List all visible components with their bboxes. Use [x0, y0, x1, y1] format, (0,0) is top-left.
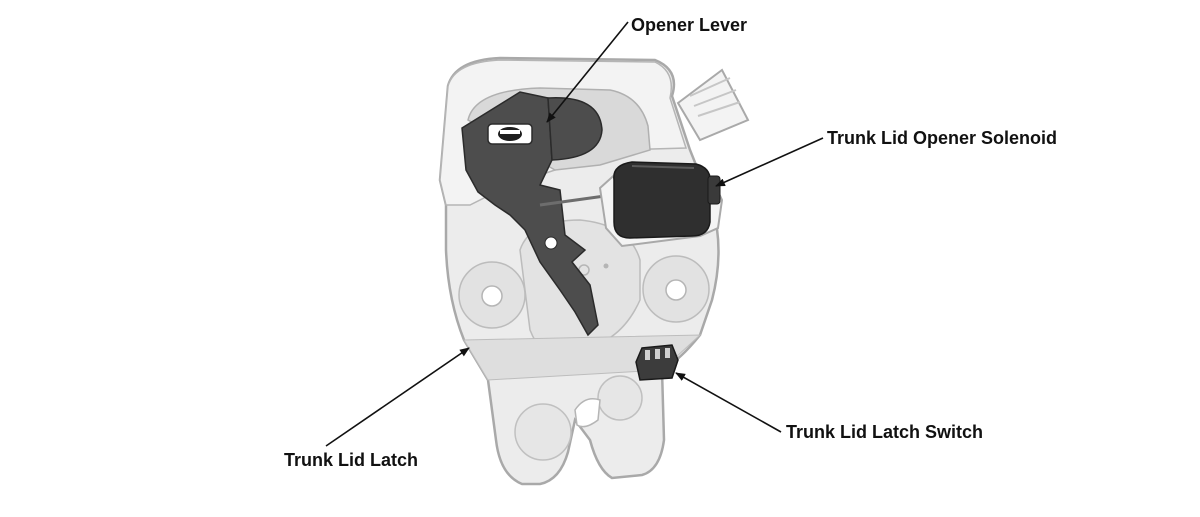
opener-lever-label: Opener Lever	[631, 15, 748, 35]
solenoid-rod	[539, 193, 613, 207]
leader-opener-lever	[546, 21, 629, 123]
leader-trunk-latch	[325, 347, 470, 447]
leader-solenoid	[715, 137, 824, 187]
trunk-latch-label: Trunk Lid Latch	[284, 450, 419, 470]
latch-switch-label: Trunk Lid Latch Switch	[786, 422, 984, 442]
opener-lever	[461, 91, 603, 337]
latch-switch	[635, 344, 679, 381]
leader-latch-switch	[675, 372, 782, 433]
solenoid-label: Trunk Lid Opener Solenoid	[827, 128, 1058, 148]
wire-connector	[676, 68, 750, 142]
solenoid	[613, 161, 721, 239]
